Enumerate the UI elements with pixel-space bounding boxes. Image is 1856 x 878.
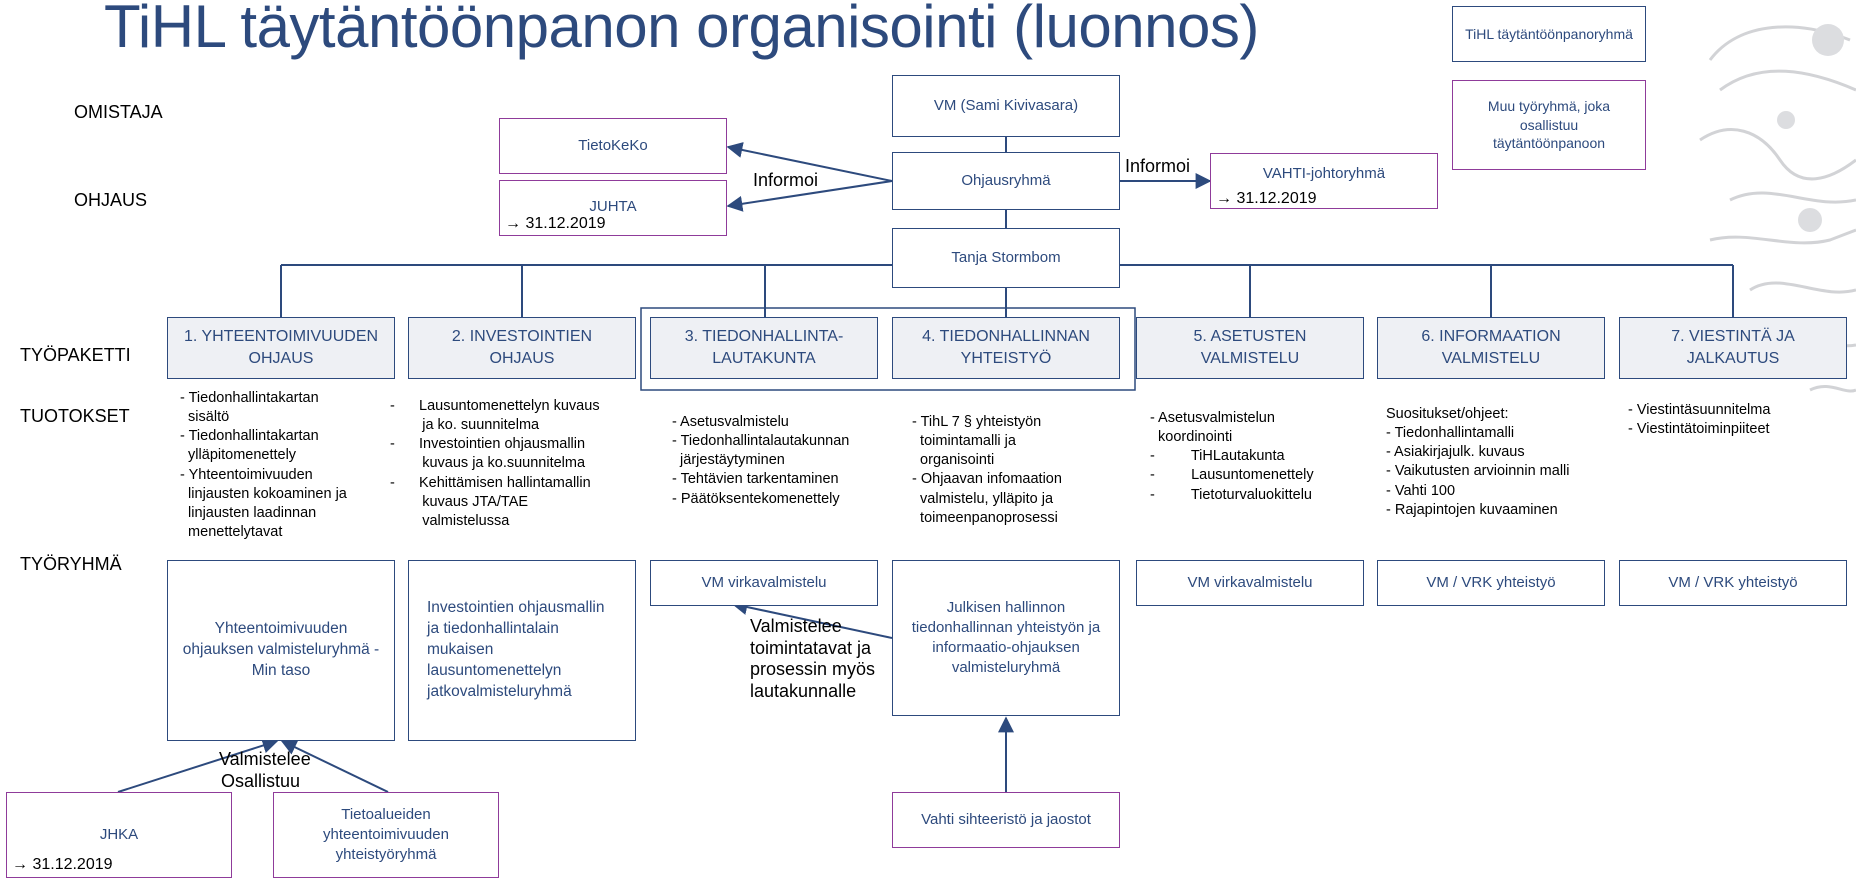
juhta-deadline: → 31.12.2019 [505,215,606,232]
workgroup-4-box: Julkisen hallinnon tiedonhallinnan yhtei… [892,560,1120,716]
workpackage-6: 6. INFORMAATION VALMISTELU [1377,317,1605,379]
row-label-workpackage: TYÖPAKETTI [20,345,131,365]
workpackage-3: 3. TIEDONHALLINTA-LAUTAKUNTA [650,317,878,379]
arrow-to-juhta [726,180,893,212]
osallistuu-label: Osallistuu [221,771,301,791]
jhka-box: JHKA [6,792,232,878]
tietokeko-box: TietoKeKo [499,118,727,174]
row-label-steering: OHJAUS [74,190,148,210]
outputs-6: Suositukset/ohjeet: - Tiedonhallintamall… [1386,406,1570,518]
workpackage-7: 7. VIESTINTÄ JA JALKAUTUS [1619,317,1847,379]
page-title: TiHL täytäntöönpanon organisointi (luonn… [104,0,1259,60]
row-label-owner: OMISTAJA [74,102,163,122]
outputs-3: - Asetusvalmistelu - Tiedonhallintalauta… [672,414,850,507]
valmistelee-toimintatavat-label: Valmistelee toimintatavat ja prosessin m… [750,616,876,701]
vahti-box: VAHTI-johtoryhmä [1210,153,1438,209]
workgroup-5-box: VM virkavalmistelu [1136,560,1364,606]
workgroup-2-box: Investointien ohjausmallin ja tiedonhall… [408,560,636,741]
workpackage-1: 1. YHTEENTOIMIVUUDEN OHJAUS [167,317,395,379]
steering-group-box: Ohjausryhmä [892,152,1120,210]
workpackage-2: 2. INVESTOINTIEN OHJAUS [408,317,636,379]
tietoalueet-box: Tietoalueiden yhteentoimivuuden yhteisty… [273,792,499,878]
arrow-jhka-to-wg1 [117,737,279,793]
workpackage-5: 5. ASETUSTEN VALMISTELU [1136,317,1364,379]
arrow-wg4-to-wg3 [731,599,893,639]
row-label-outputs: TUOTOKSET [20,406,130,426]
wp3-wp4-group-outline [640,307,1136,391]
vahti-deadline: → 31.12.2019 [1216,190,1317,207]
legend-group-box: TiHL täytäntöönpanoryhmä [1452,6,1646,62]
row-label-workgroup: TYÖRYHMÄ [20,554,122,574]
workgroup-7-box: VM / VRK yhteistyö [1619,560,1847,606]
arrow-to-tietokeko [726,142,893,182]
outputs-5: - Asetusvalmistelun koordinointi - TiHLa… [1150,410,1314,503]
outputs-1: - Tiedonhallintakartan sisältö - Tiedonh… [180,390,347,540]
outputs-4: - TihL 7 § yhteistyön toimintamalli ja o… [912,414,1062,526]
outputs-2: - Lausuntomenettelyn kuvaus ja ko. suunn… [390,398,600,529]
workgroup-3-box: VM virkavalmistelu [650,560,878,606]
workpackage-4: 4. TIEDONHALLINNAN YHTEISTYÖ [892,317,1120,379]
vm-owner-box: VM (Sami Kivivasara) [892,75,1120,137]
outputs-7: - Viestintäsuunnitelma - Viestintätoimin… [1628,402,1771,438]
informoi-right-label: Informoi [1125,156,1191,176]
arrow-tietoalueet-to-wg1 [280,740,389,793]
juhta-box: JUHTA [499,180,727,236]
jhka-deadline: → 31.12.2019 [12,856,113,873]
vahti-sub-box: Vahti sihteeristö ja jaostot [892,792,1120,848]
workgroup-1-box: Yhteentoimivuuden ohjauksen valmistelury… [167,560,395,741]
workgroup-6-box: VM / VRK yhteistyö [1377,560,1605,606]
valmistelee-label: Valmistelee [219,749,311,769]
lead-box: Tanja Stormbom [892,228,1120,288]
legend-other-box: Muu työryhmä, joka osallistuu täytäntöön… [1452,80,1646,170]
informoi-left-label: Informoi [753,170,819,190]
